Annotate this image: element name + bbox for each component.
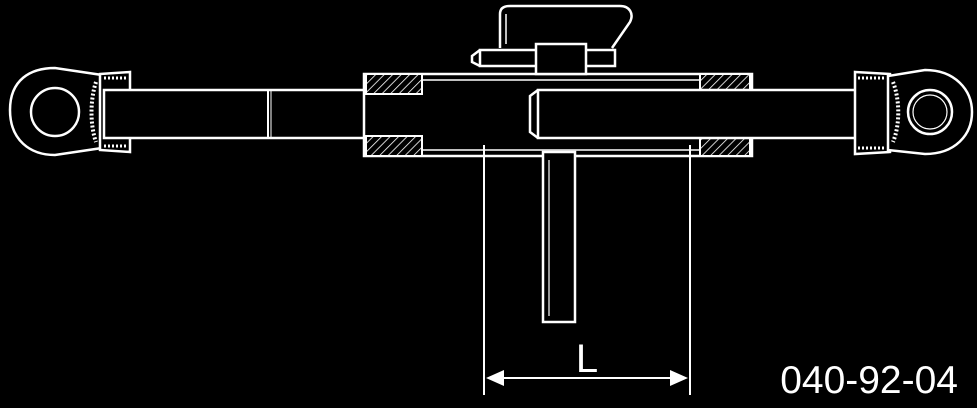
figure-id: 040-92-04 <box>780 359 958 402</box>
left-eye-hole <box>29 86 81 138</box>
crank-handle <box>541 150 577 324</box>
right-eye-end <box>853 68 974 156</box>
locking-latch <box>470 4 633 76</box>
left-hatched-nut <box>365 73 423 95</box>
right-eye-hole <box>906 88 954 136</box>
arrow-left <box>486 370 504 386</box>
dimension-L: L <box>483 145 691 395</box>
arrow-right <box>670 370 688 386</box>
right-threaded-rod <box>528 88 892 140</box>
dimension-label: L <box>576 337 598 381</box>
